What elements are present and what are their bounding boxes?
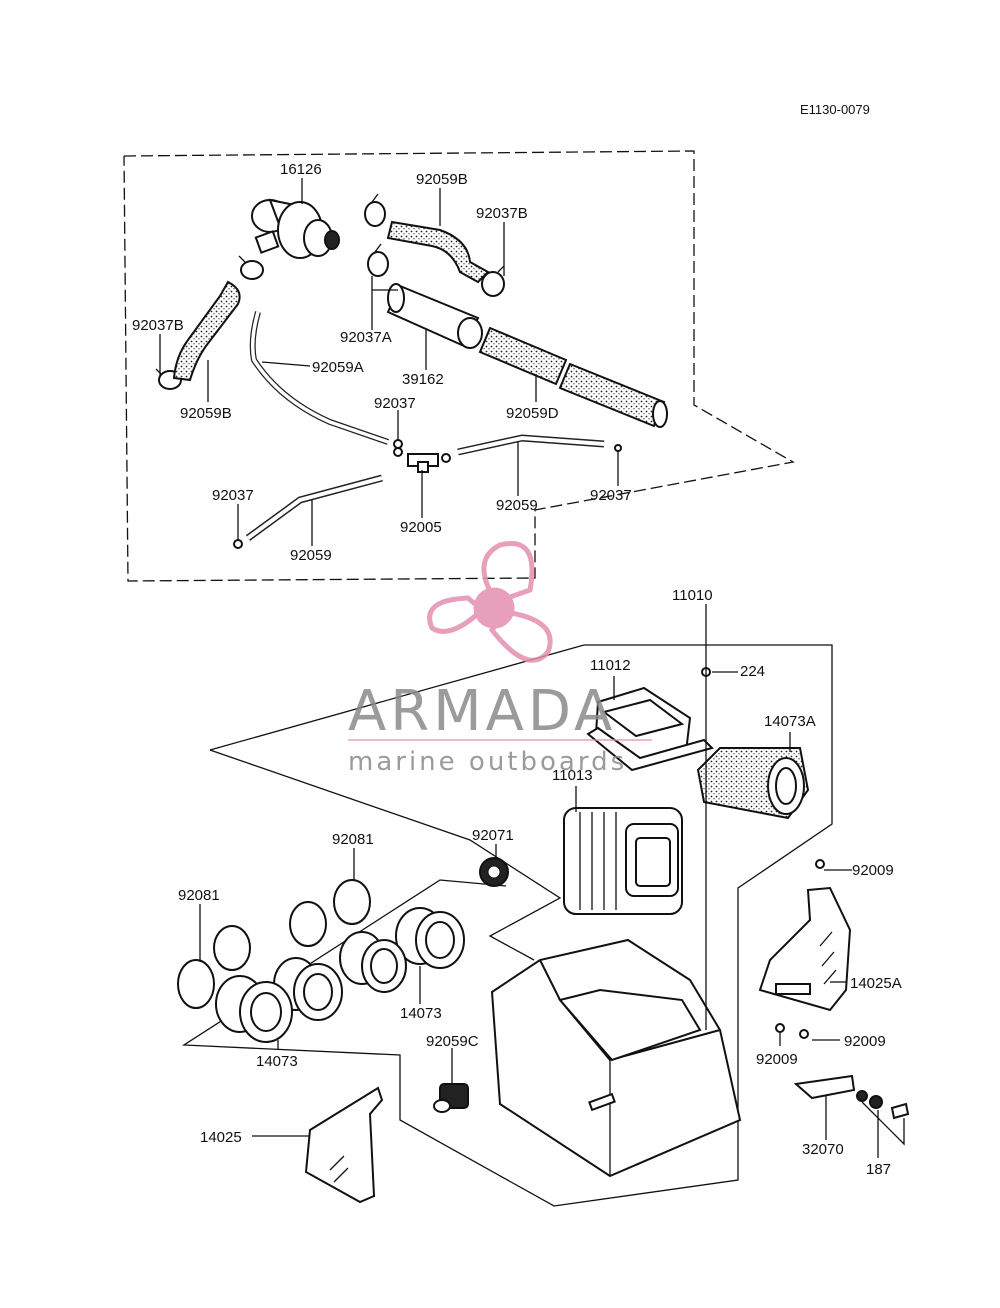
label-92081-top: 92081	[332, 831, 374, 848]
boots-14073	[215, 907, 465, 1043]
label-92037-left: 92037	[212, 487, 254, 504]
watermark-brand: ARMADA	[348, 679, 616, 744]
label-92037-right: 92037	[590, 487, 632, 504]
orings-92081	[177, 879, 371, 1009]
valve-16126	[251, 198, 340, 259]
label-11012: 11012	[590, 657, 631, 674]
leader-lines	[159, 178, 905, 1158]
label-92071: 92071	[472, 827, 514, 844]
propeller-logo-icon	[427, 541, 553, 663]
watermark-tagline: marine outboards	[348, 747, 627, 777]
label-92009-br: 92009	[844, 1033, 886, 1050]
label-92059D: 92059D	[506, 405, 559, 422]
label-16126: 16126	[280, 161, 322, 178]
filter-11013	[563, 807, 683, 915]
label-92059C: 92059C	[426, 1033, 479, 1050]
hose-92059-left	[245, 474, 383, 541]
label-92037A: 92037A	[340, 329, 392, 346]
label-92059B-top: 92059B	[416, 171, 468, 188]
label-92059B-left: 92059B	[180, 405, 232, 422]
watermark: ARMADA marine outboards	[348, 541, 652, 777]
fitting-92059C	[433, 1083, 469, 1113]
grommet-92071	[479, 857, 509, 887]
label-39162: 39162	[402, 371, 444, 388]
label-92037-mid: 92037	[374, 395, 416, 412]
label-92037B-top: 92037B	[476, 205, 528, 222]
label-14073-right: 14073	[400, 1005, 442, 1022]
part-labels: 16126 92059B 92037B 92037B 92037A 92059A…	[132, 161, 902, 1178]
hose-92059D-a	[478, 326, 568, 386]
label-14025A: 14025A	[850, 975, 902, 992]
label-32070: 32070	[802, 1141, 844, 1158]
label-224: 224	[740, 663, 765, 680]
hose-92059B-top	[386, 220, 490, 284]
bracket-14025	[304, 1086, 384, 1204]
resonator-39162	[386, 283, 483, 349]
label-92009-bl: 92009	[756, 1051, 798, 1068]
label-187: 187	[866, 1161, 891, 1178]
label-14073A: 14073A	[764, 713, 816, 730]
label-92037B-left: 92037B	[132, 317, 184, 334]
hose-92059D-b	[558, 362, 666, 428]
housing-11010	[490, 938, 742, 1178]
hose-end	[652, 400, 668, 428]
label-92059A: 92059A	[312, 359, 364, 376]
diagram-code: E1130-0079	[800, 102, 870, 117]
element-14073A	[696, 747, 810, 820]
fitting-92005	[393, 447, 451, 473]
label-92081-left: 92081	[178, 887, 220, 904]
cover-11012	[586, 686, 714, 772]
label-14025: 14025	[200, 1129, 242, 1146]
label-11013: 11013	[552, 767, 593, 784]
hardware-small	[701, 667, 910, 1120]
bracket-14025A	[758, 886, 852, 1012]
label-14073-left: 14073	[256, 1053, 298, 1070]
hose-92059B-left	[172, 280, 241, 382]
label-11010: 11010	[672, 587, 713, 604]
label-92009-top: 92009	[852, 862, 894, 879]
label-92059-right: 92059	[496, 497, 538, 514]
label-92059-left: 92059	[290, 547, 332, 564]
label-92005: 92005	[400, 519, 442, 536]
upper-assembly-frame	[123, 150, 795, 582]
